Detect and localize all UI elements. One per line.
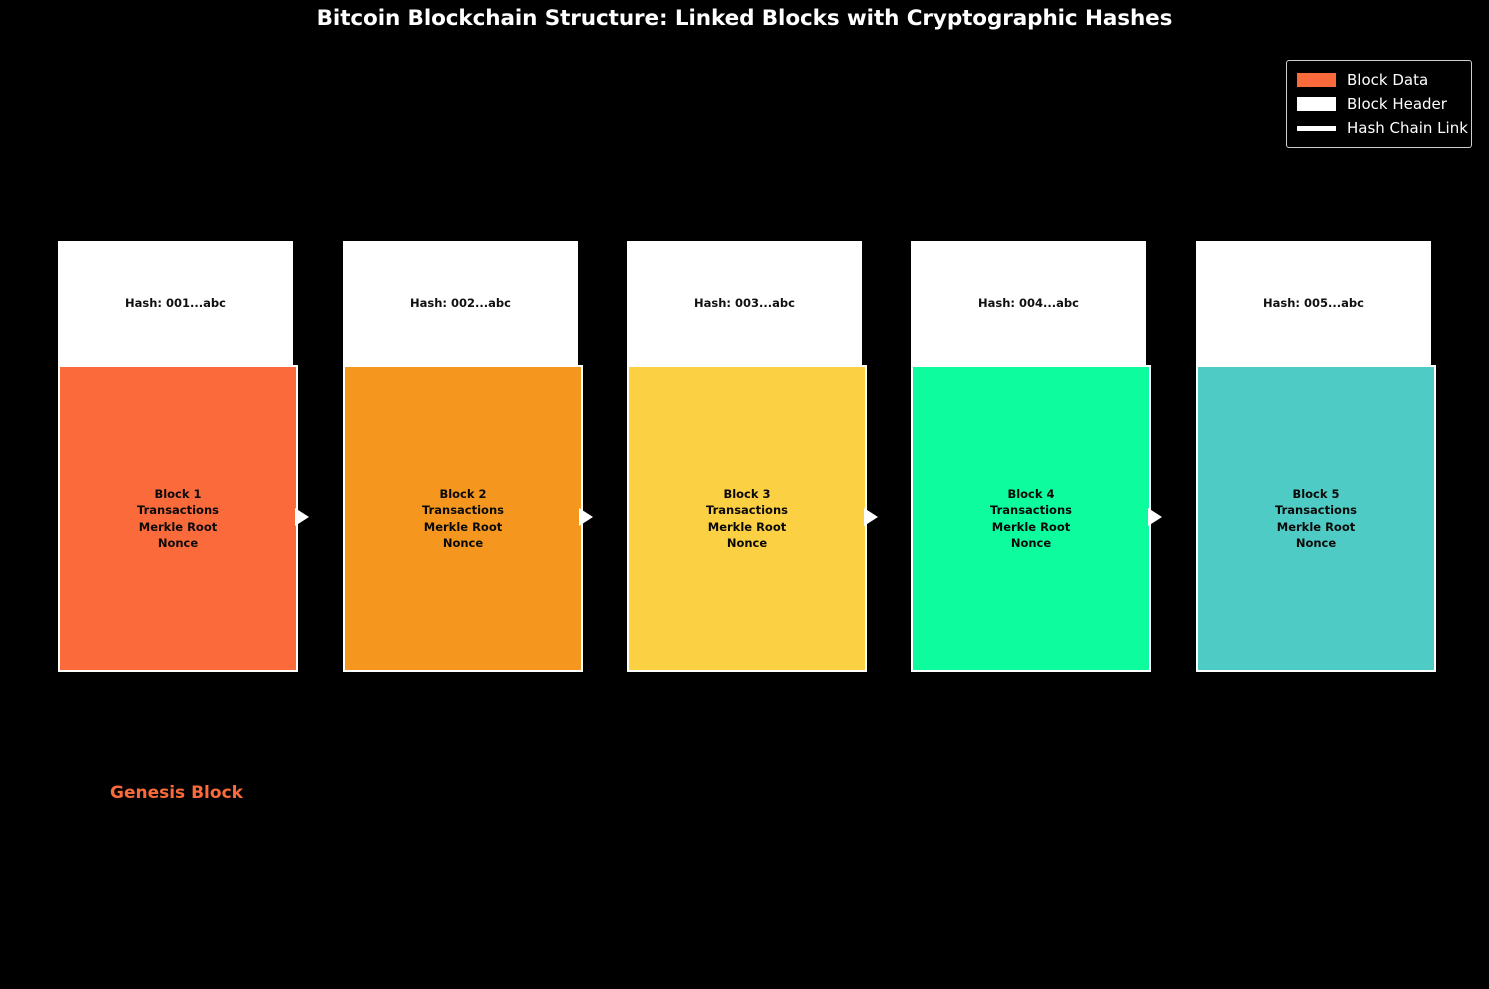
block-body-label-3: Block 3 Transactions Merkle Root Nonce [706,487,788,550]
hash-chain-arrow-4 [1148,508,1162,526]
legend-label-block-data: Block Data [1347,71,1429,89]
block-body-label-5: Block 5 Transactions Merkle Root Nonce [1275,487,1357,550]
block-body-4: Block 4 Transactions Merkle Root Nonce [911,365,1151,672]
block-body-1: Block 1 Transactions Merkle Root Nonce [58,365,298,672]
block-hash-label-5: Hash: 005...abc [1263,296,1364,310]
hash-chain-arrow-3 [864,508,878,526]
legend-label-hash-chain-link: Hash Chain Link [1347,119,1468,137]
page-title: Bitcoin Blockchain Structure: Linked Blo… [316,6,1173,31]
legend-item-hash-chain-link: Hash Chain Link [1295,116,1468,140]
block-body-label-2: Block 2 Transactions Merkle Root Nonce [422,487,504,550]
hash-chain-arrow-2 [579,508,593,526]
block-header-4: Hash: 004...abc [911,241,1146,365]
legend-item-block-data: Block Data [1295,68,1462,92]
block-hash-label-2: Hash: 002...abc [410,296,511,310]
hash-chain-link-line-icon [1295,125,1337,131]
block-header-5: Hash: 005...abc [1196,241,1431,365]
block-body-label-4: Block 4 Transactions Merkle Root Nonce [990,487,1072,550]
legend-label-block-header: Block Header [1347,95,1447,113]
legend: Block Data Block Header Hash Chain Link [1286,60,1472,148]
legend-item-block-header: Block Header [1295,92,1462,116]
annotation-genesis-block: Genesis Block [110,783,243,803]
block-header-2: Hash: 002...abc [343,241,578,365]
block-hash-label-4: Hash: 004...abc [978,296,1079,310]
block-data-swatch-icon [1295,73,1337,87]
block-body-3: Block 3 Transactions Merkle Root Nonce [627,365,867,672]
block-hash-label-1: Hash: 001...abc [125,296,226,310]
block-hash-label-3: Hash: 003...abc [694,296,795,310]
hash-chain-arrow-1 [295,508,309,526]
block-body-label-1: Block 1 Transactions Merkle Root Nonce [137,487,219,550]
block-header-swatch-icon [1295,97,1337,111]
block-header-3: Hash: 003...abc [627,241,862,365]
block-header-1: Hash: 001...abc [58,241,293,365]
block-body-5: Block 5 Transactions Merkle Root Nonce [1196,365,1436,672]
block-body-2: Block 2 Transactions Merkle Root Nonce [343,365,583,672]
